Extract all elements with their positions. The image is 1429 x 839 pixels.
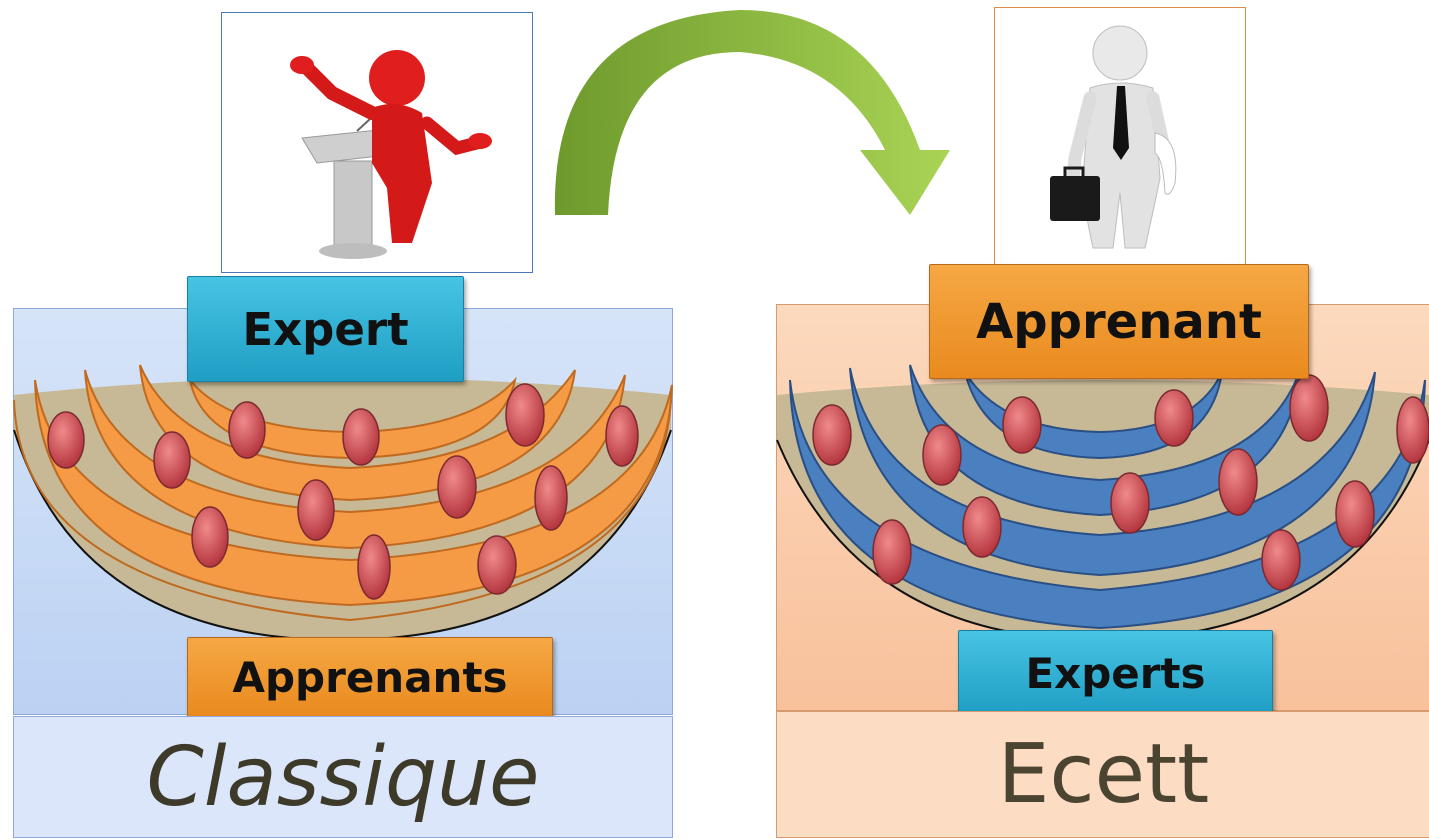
learner-dot bbox=[1261, 529, 1301, 591]
learner-dot bbox=[297, 479, 335, 541]
learner-dot bbox=[342, 408, 380, 466]
left-portrait-frame bbox=[221, 12, 533, 273]
learner-dot bbox=[505, 383, 545, 447]
learner-dot bbox=[1289, 374, 1329, 442]
transition-arrow bbox=[554, 10, 950, 215]
right-learner-dots bbox=[812, 374, 1429, 591]
learner-dot bbox=[922, 424, 962, 486]
learner-dot bbox=[153, 431, 191, 489]
left-top-label: Expert bbox=[187, 276, 464, 382]
learner-dot bbox=[1396, 396, 1429, 464]
right-top-label: Apprenant bbox=[929, 264, 1309, 379]
learner-dot bbox=[1335, 480, 1375, 548]
learner-dot bbox=[1154, 389, 1194, 447]
learner-dot bbox=[191, 506, 229, 568]
presenter-at-podium-icon bbox=[290, 50, 492, 259]
businessman-with-briefcase-icon bbox=[1050, 25, 1177, 249]
learner-dot bbox=[1110, 472, 1150, 534]
learner-dot bbox=[47, 411, 85, 469]
right-caption: Ecett bbox=[776, 711, 1429, 838]
learner-dot bbox=[1002, 396, 1042, 454]
learner-dot bbox=[357, 534, 391, 600]
learner-dot bbox=[437, 455, 477, 519]
learner-dot bbox=[534, 465, 568, 531]
right-portrait-frame bbox=[994, 7, 1246, 269]
right-bottom-label: Experts bbox=[958, 630, 1273, 716]
left-caption: Classique bbox=[13, 716, 673, 838]
learner-dot bbox=[872, 519, 912, 585]
learner-dot bbox=[962, 496, 1002, 558]
learner-dot bbox=[228, 401, 266, 459]
left-learner-dots bbox=[47, 383, 639, 600]
learner-dot bbox=[1218, 448, 1258, 516]
learner-dot bbox=[812, 404, 852, 466]
learner-dot bbox=[477, 535, 517, 595]
learner-dot bbox=[605, 405, 639, 467]
